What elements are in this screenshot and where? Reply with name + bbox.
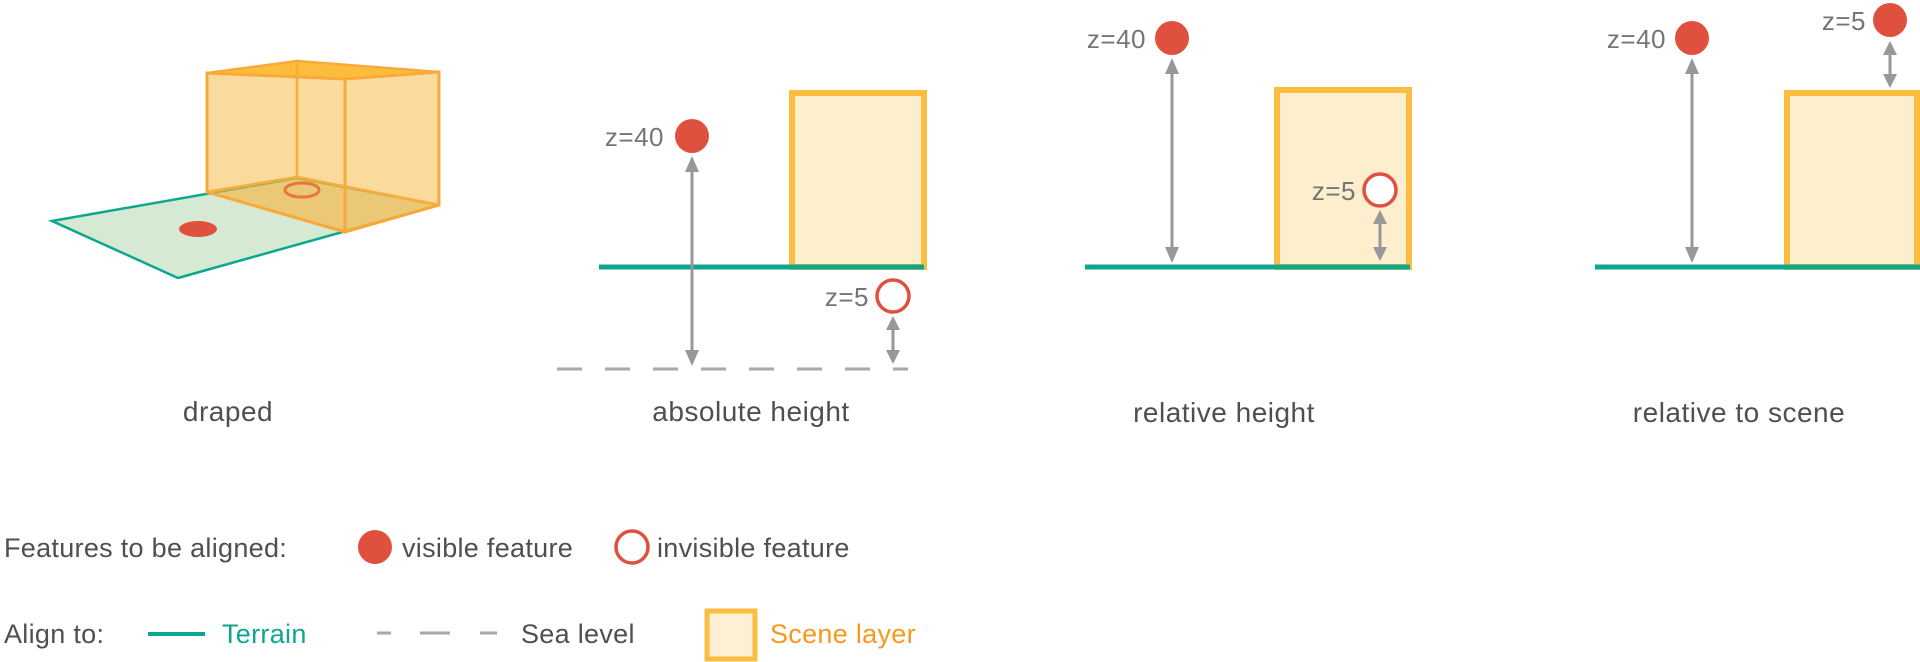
legend-scene-layer-label: Scene layer: [770, 619, 916, 649]
arrow-head-down: [1685, 247, 1699, 263]
invisible-feature-ring: [1362, 172, 1398, 208]
arrow-head-up: [1373, 210, 1387, 224]
legend-features-title: Features to be aligned:: [4, 533, 287, 563]
z40-label: z=40: [1087, 24, 1146, 54]
invisible-feature-legend-icon: [614, 529, 650, 565]
invisible-feature-ring: [875, 278, 911, 314]
scene-layer-box: [1784, 90, 1920, 270]
panel-absolute-label: absolute height: [652, 396, 849, 427]
arrow-head-up: [886, 316, 900, 330]
legend-visible-feature-label: visible feature: [402, 533, 573, 563]
visible-feature-legend-icon: [358, 530, 392, 564]
legend-align-row: Align to: Terrain Sea level Scene layer: [4, 608, 916, 662]
legend-features-row: Features to be aligned: visible feature …: [4, 529, 850, 565]
arrow-head-down: [1883, 74, 1897, 88]
visible-feature-dot: [1155, 21, 1189, 55]
panel-relative-label: relative height: [1133, 397, 1315, 428]
legend-align-title: Align to:: [4, 619, 104, 649]
z40-label: z=40: [1607, 24, 1666, 54]
z5-label: z=5: [1312, 176, 1356, 206]
visible-feature-dot: [1675, 21, 1709, 55]
panel-relative-to-scene: z=40 z=5 relative to scene: [1595, 3, 1920, 428]
arrow-head-up: [1165, 58, 1179, 74]
legend-invisible-feature-label: invisible feature: [657, 533, 850, 563]
arrow-head-up: [1685, 58, 1699, 74]
legend-sea-level-label: Sea level: [521, 619, 635, 649]
panel-draped-label: draped: [183, 396, 273, 427]
arrow-head-down: [886, 350, 900, 364]
arrow-head-up: [685, 156, 699, 172]
panel-absolute-height: z=40 z=5 absolute height: [557, 90, 927, 427]
z5-label: z=5: [825, 282, 869, 312]
arrow-head-down: [1165, 247, 1179, 263]
arrow-head-down: [685, 350, 699, 366]
panel-scene-label: relative to scene: [1633, 397, 1845, 428]
invisible-feature-ellipse: [283, 181, 321, 199]
z5-label: z=5: [1822, 6, 1866, 36]
scene-box-right-face: [343, 70, 441, 234]
arrow-head-down: [1373, 247, 1387, 261]
visible-feature-dot-z5: [1873, 3, 1907, 37]
visible-feature-ellipse: [179, 221, 217, 237]
arrow-head-up: [1883, 41, 1897, 55]
visible-feature-dot: [675, 119, 709, 153]
panel-relative-height: z=40 z=5 relative height: [1085, 21, 1412, 428]
z40-label: z=40: [605, 122, 664, 152]
panel-draped: draped: [47, 59, 441, 427]
scene-layer-legend-icon: [704, 608, 758, 662]
legend-terrain-label: Terrain: [222, 619, 307, 649]
scene-box-top-face: [206, 59, 440, 81]
scene-layer-box: [789, 90, 927, 270]
